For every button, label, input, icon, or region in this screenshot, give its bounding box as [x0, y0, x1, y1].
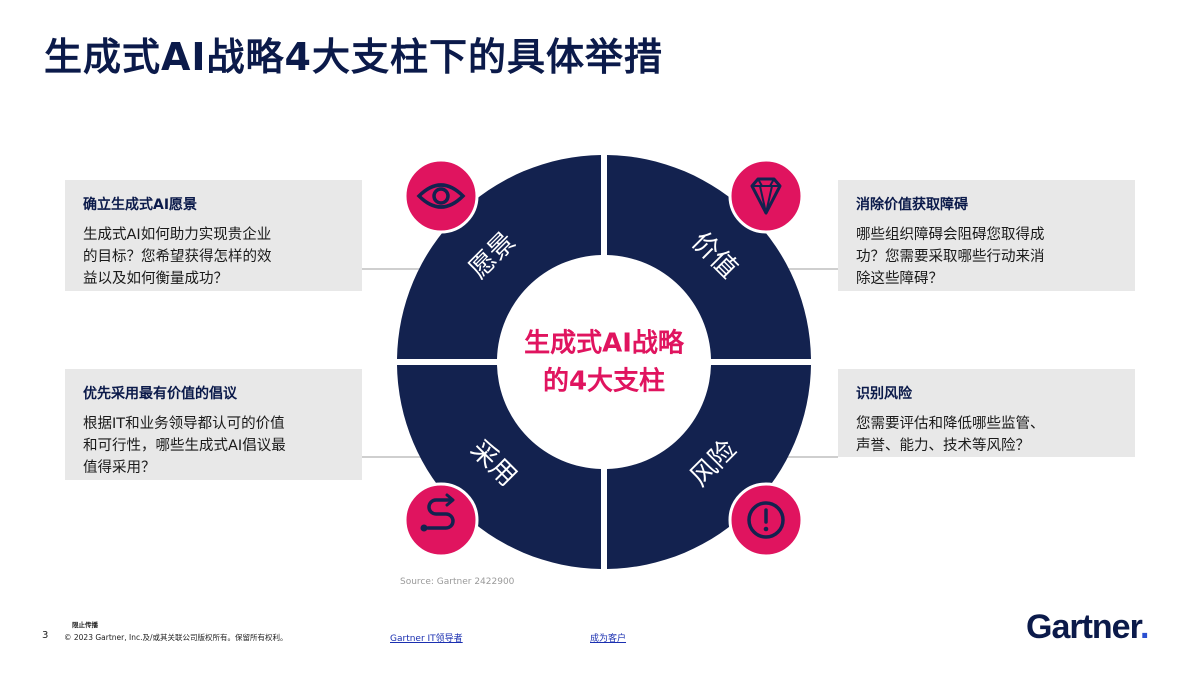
- footer-link-become-client[interactable]: 成为客户: [590, 634, 627, 644]
- alert-icon: [728, 482, 804, 558]
- card-risk-body: 您需要评估和降低哪些监管、 声誉、能力、技术等风险？: [856, 416, 1045, 454]
- connector-adoption: [362, 456, 432, 458]
- card-adoption: 优先采用最有价值的倡议 根据IT和业务领导都认可的价值 和可行性，哪些生成式AI…: [65, 369, 362, 480]
- page-number: 3: [42, 630, 49, 641]
- ring-segment-value: [607, 155, 811, 359]
- eye-icon: [403, 158, 479, 234]
- ring-segment-adoption: [397, 365, 601, 569]
- source-note: Source: Gartner 2422900: [400, 577, 515, 587]
- center-title-line2: 的4大支柱: [543, 366, 665, 397]
- card-adoption-body: 根据IT和业务领导都认可的价值 和可行性，哪些生成式AI倡议最 值得采用？: [83, 416, 286, 476]
- footer-notice: 限止传播: [72, 621, 98, 629]
- card-value-body: 哪些组织障碍会阻碍您取得成 功？您需要采取哪些行动来消 除这些障碍？: [856, 227, 1045, 287]
- page-title: 生成式AI战略4大支柱下的具体举措: [44, 35, 663, 79]
- card-adoption-heading: 优先采用最有价值的倡议: [83, 386, 237, 402]
- center-title-line1: 生成式AI战略: [524, 328, 685, 359]
- card-value: 消除价值获取障碍 哪些组织障碍会阻碍您取得成 功？您需要采取哪些行动来消 除这些…: [838, 180, 1135, 291]
- connector-value: [772, 268, 838, 270]
- connector-vision: [362, 268, 432, 270]
- gartner-logo: Gartner.: [1026, 608, 1149, 646]
- connector-risk: [772, 456, 838, 458]
- card-risk: 识别风险 您需要评估和降低哪些监管、 声誉、能力、技术等风险？: [838, 369, 1135, 457]
- card-value-heading: 消除价值获取障碍: [856, 197, 968, 213]
- ring-segment-vision: [397, 155, 601, 359]
- route-icon: [403, 482, 479, 558]
- card-vision-body: 生成式AI如何助力实现贵企业 的目标？您希望获得怎样的效 益以及如何衡量成功？: [83, 227, 272, 287]
- ring-segment-risk: [607, 365, 811, 569]
- footer-link-it-leaders[interactable]: Gartner IT领导者: [390, 634, 463, 644]
- card-vision-heading: 确立生成式AI愿景: [83, 197, 198, 213]
- card-vision: 确立生成式AI愿景 生成式AI如何助力实现贵企业 的目标？您希望获得怎样的效 益…: [65, 180, 362, 291]
- diamond-icon: [728, 158, 804, 234]
- footer-copyright: © 2023 Gartner, Inc.及/或其关联公司版权所有。保留所有权利。: [64, 633, 288, 642]
- card-risk-heading: 识别风险: [856, 386, 912, 402]
